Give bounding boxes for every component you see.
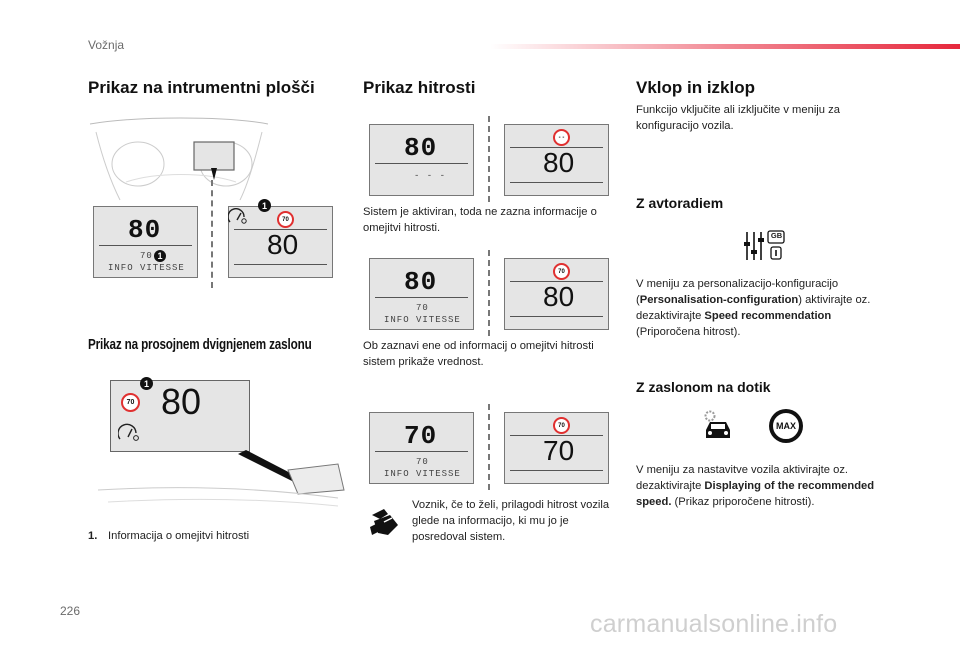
row2-display-top-divider: [510, 281, 603, 282]
row2-cluster-divider: [375, 297, 468, 298]
hud-projector-illustration: [97, 450, 345, 507]
row2-description: Ob zaznavi ene od informacij o omejitvi …: [363, 340, 594, 368]
radio-icon-label: GB: [770, 231, 783, 240]
col3-title: Vklop in izklop: [636, 78, 756, 97]
row2-display-bottom-divider: [510, 316, 603, 317]
row3-cluster-speed: 70: [404, 421, 438, 451]
marker-1-cluster: 1: [154, 250, 166, 262]
cluster-speed: 80: [128, 215, 162, 245]
limit-sign: 70: [277, 211, 294, 228]
row2-cluster-limit: 70: [416, 303, 429, 313]
row2-cluster-label: INFO VITESSE: [384, 315, 461, 325]
radio-title: Z avtoradiem: [636, 195, 724, 211]
row1-display: - - 80: [504, 124, 609, 196]
cluster-label: INFO VITESSE: [108, 263, 185, 273]
speed-limit-icon: [228, 208, 247, 224]
row1-display-speed: 80: [543, 147, 575, 178]
marker-1-display: 1: [258, 199, 271, 212]
row3-display: 70 70: [504, 412, 609, 484]
touch-title: Z zaslonom na dotik: [636, 379, 771, 395]
row2-cluster-speed: 80: [404, 267, 438, 297]
row2-limit-sign: 70: [553, 263, 570, 280]
row1-separator: [488, 116, 490, 202]
row3-description: Voznik, če to želi, prilagodi hitrost vo…: [412, 499, 610, 543]
dashboard-illustration: [89, 117, 269, 201]
row2-display-speed: 80: [543, 281, 575, 312]
row3-display-top-divider: [510, 435, 603, 436]
touch-description: V meniju za nastavitve vozila aktivirajt…: [636, 464, 875, 508]
col3-intro: Funkcijo vključite ali izključite v meni…: [636, 104, 840, 132]
col1-subtitle: Prikaz na prosojnem dvignjenem zaslonu: [88, 336, 312, 353]
legend-text: Informacija o omejitvi hitrosti: [108, 530, 250, 542]
header-accent-bar: [490, 44, 960, 49]
row2-separator: [488, 250, 490, 336]
page-number: 226: [60, 604, 81, 618]
row1-display-top-divider: [510, 147, 603, 148]
display-top-divider: [234, 229, 327, 230]
row3-display-speed: 70: [543, 435, 575, 466]
car-settings-icon: [704, 410, 730, 438]
hud-display: 70 80: [110, 380, 250, 452]
cluster-display: 80 70 INFO VITESSE: [93, 206, 198, 278]
max-label: MAX: [772, 412, 800, 440]
display-speed: 80: [267, 229, 299, 260]
max-button-icon: MAX: [769, 409, 803, 443]
row1-cluster-dashes: - - -: [414, 171, 447, 181]
hud-speed-limit-icon: [118, 423, 139, 441]
settings-sliders-icon: [744, 230, 785, 260]
col1-title: Prikaz na intrumentni plošči: [88, 78, 315, 97]
legend-number: 1.: [88, 530, 98, 542]
row1-cluster-divider: [375, 163, 468, 164]
driver-hand-icon: [370, 509, 398, 535]
hud-limit-sign: 70: [121, 393, 140, 412]
row2-display: 70 80: [504, 258, 609, 330]
watermark: carmanualsonline.info: [590, 610, 838, 638]
cluster-limit: 70: [140, 251, 153, 261]
cluster-divider: [99, 245, 192, 246]
row1-limit-sign: - -: [553, 129, 570, 146]
row2-cluster: 80 70 INFO VITESSE: [369, 258, 474, 330]
row1-cluster-speed: 80: [404, 133, 438, 163]
hud-speed: 80: [161, 381, 202, 422]
section-label: Vožnja: [88, 38, 125, 52]
radio-description: V meniju za personalizacijo-konfiguracij…: [636, 278, 871, 338]
row3-separator: [488, 404, 490, 490]
callout-line: [211, 180, 213, 288]
marker-1-hud: 1: [140, 377, 153, 390]
col2-title: Prikaz hitrosti: [363, 78, 476, 97]
color-display: 70 80: [228, 206, 333, 278]
row3-display-bottom-divider: [510, 470, 603, 471]
row3-limit-sign: 70: [553, 417, 570, 434]
row1-cluster: 80 - - -: [369, 124, 474, 196]
row1-display-bottom-divider: [510, 182, 603, 183]
row3-cluster-divider: [375, 451, 468, 452]
row3-cluster: 70 70 INFO VITESSE: [369, 412, 474, 484]
display-bottom-divider: [234, 264, 327, 265]
row1-description: Sistem je aktiviran, toda ne zazna infor…: [363, 206, 597, 234]
row3-cluster-limit: 70: [416, 457, 429, 467]
row3-cluster-label: INFO VITESSE: [384, 469, 461, 479]
